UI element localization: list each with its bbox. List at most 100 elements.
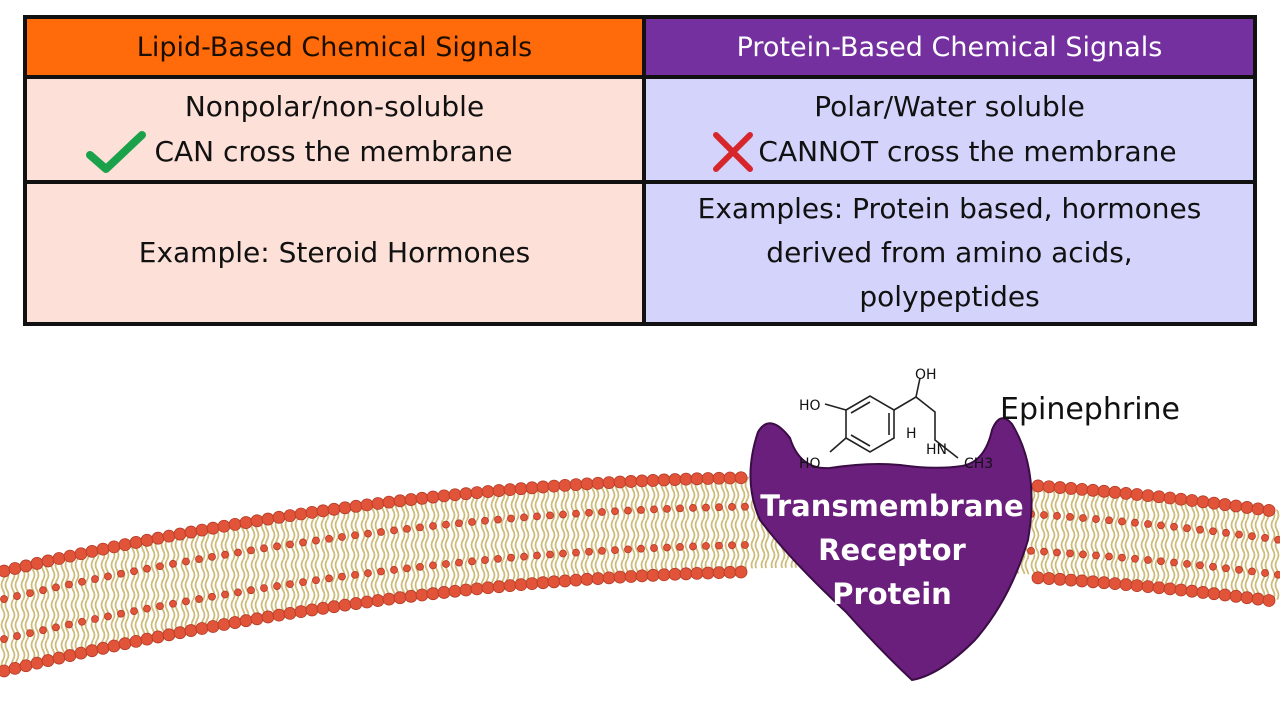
- phospholipid-head: [327, 502, 341, 516]
- phospholipid-head: [1248, 532, 1256, 541]
- phospholipid-head: [403, 564, 411, 573]
- phospholipid-head: [1092, 551, 1100, 560]
- phospholipid-head: [325, 574, 333, 583]
- phospholipid-head: [312, 576, 320, 585]
- phospholipid-head: [52, 651, 66, 665]
- phospholipid-head: [52, 623, 60, 632]
- phospholipid-head: [728, 503, 736, 511]
- phospholipid-head: [234, 548, 242, 557]
- ho-lower-label: HO: [799, 456, 821, 472]
- phospholipid-head: [437, 489, 451, 503]
- membrane-scene: OH HO HO H HN CH3: [0, 330, 1280, 720]
- phospholipid-head: [338, 533, 346, 541]
- phospholipid-head: [260, 544, 268, 553]
- phospholipid-head: [39, 586, 47, 595]
- phospholipid-head: [65, 580, 73, 589]
- phospholipid-head: [247, 546, 255, 555]
- phospholipid-head: [1144, 556, 1152, 564]
- phospholipid-head: [91, 615, 99, 623]
- phospholipid-head: [143, 564, 151, 573]
- phospholipid-head: [107, 540, 121, 554]
- phospholipid-head: [162, 529, 176, 543]
- phospholipid-head: [1131, 518, 1139, 527]
- protein-example-line: Examples: Protein based, hormones: [697, 192, 1202, 225]
- phospholipid-head: [338, 501, 352, 515]
- phospholipid-head: [734, 471, 748, 485]
- phospholipid-head: [580, 477, 594, 491]
- phospholipid-head: [1075, 574, 1089, 588]
- phospholipid-head: [602, 476, 616, 489]
- receptor-label-line: Receptor: [818, 533, 966, 567]
- phospholipid-head: [668, 567, 682, 581]
- phospholipid-head: [559, 549, 567, 558]
- phospholipid-head: [316, 504, 330, 518]
- phospholipid-head: [1196, 495, 1210, 509]
- phospholipid-head: [1209, 562, 1217, 571]
- phospholipid-head: [364, 569, 372, 578]
- phospholipid-head: [637, 506, 645, 514]
- phospholipid-head: [325, 534, 333, 543]
- epinephrine-label: Epinephrine: [1000, 392, 1180, 427]
- phospholipid-head: [184, 525, 198, 539]
- transmembrane-receptor-protein: [749, 417, 1033, 682]
- phospholipid-head: [1209, 527, 1217, 536]
- phospholipid-head: [261, 512, 275, 526]
- phospholipid-head: [1174, 492, 1188, 506]
- phospholipid-head: [162, 628, 176, 642]
- phospholipid-head: [715, 541, 723, 550]
- phospholipid-head: [690, 566, 704, 580]
- phospholipid-head: [520, 513, 528, 522]
- phospholipid-head: [85, 644, 99, 658]
- phospholipid-head: [585, 547, 593, 556]
- phospholipid-head: [78, 577, 86, 586]
- phospholipid-head: [1040, 511, 1048, 519]
- phospholipid-head: [195, 555, 203, 564]
- phospholipid-head: [690, 472, 704, 486]
- phospholipid-head: [283, 606, 297, 620]
- phospholipid-head: [299, 538, 307, 547]
- phospholipid-head: [1053, 481, 1067, 494]
- phospholipid-head: [646, 474, 660, 487]
- lipid-example-cell: Example: Steroid Hormones: [27, 184, 642, 322]
- phospholipid-head: [455, 558, 463, 567]
- phospholipid-head: [415, 588, 429, 602]
- lipid-properties-cell: Nonpolar/non-soluble CAN cross the membr…: [27, 79, 642, 180]
- phospholipid-head: [117, 609, 125, 618]
- phospholipid-head: [118, 538, 132, 552]
- phospholipid-head: [221, 550, 229, 559]
- phospholipid-head: [558, 574, 572, 588]
- phospholipid-head: [140, 533, 154, 547]
- protein-membrane-row: CANNOT cross the membrane: [710, 129, 1177, 175]
- phospholipid-head: [338, 572, 346, 581]
- phospholipid-head: [305, 603, 319, 617]
- phospholipid-head: [448, 488, 462, 502]
- phospholipid-head: [494, 554, 502, 563]
- phospholipid-head: [390, 526, 398, 535]
- hn-label: HN: [926, 442, 947, 458]
- phospholipid-head: [1240, 591, 1254, 605]
- phospholipid-head: [668, 473, 682, 486]
- phospholipid-head: [1229, 589, 1243, 603]
- phospholipid-head: [598, 508, 606, 516]
- phospholipid-head: [503, 579, 517, 593]
- phospholipid-head: [459, 583, 473, 597]
- phospholipid-head: [393, 494, 407, 508]
- phospholipid-head: [8, 661, 22, 675]
- phospholipid-head: [455, 519, 463, 528]
- phospholipid-head: [13, 592, 21, 600]
- phospholipid-head: [371, 594, 385, 607]
- inner-phospholipid-heads-lower: [0, 541, 1280, 643]
- phospholipid-head: [404, 493, 418, 506]
- phospholipid-head: [637, 544, 645, 553]
- phospholipid-head: [195, 595, 203, 603]
- phospholipid-head: [1053, 572, 1067, 586]
- phospholipid-head: [679, 567, 693, 581]
- phospholipid-head: [1235, 565, 1243, 574]
- phospholipid-head: [1105, 552, 1113, 561]
- phospholipid-head: [52, 583, 60, 592]
- phospholipid-head: [377, 567, 385, 576]
- phospholipid-head: [217, 618, 231, 631]
- phospholipid-head: [547, 575, 561, 589]
- phospholipid-head: [689, 504, 697, 512]
- receptor-label-line: Transmembrane: [760, 489, 1024, 523]
